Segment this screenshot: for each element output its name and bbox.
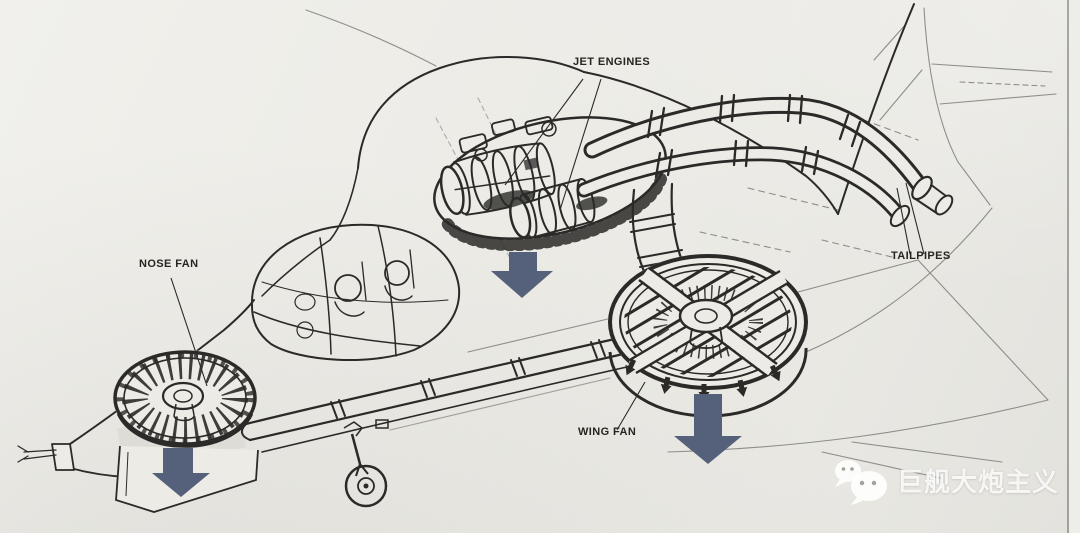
downwash-arrow-wing (674, 394, 742, 464)
label-wing-fan: WING FAN (578, 426, 637, 438)
label-nose-fan: NOSE FAN (139, 258, 199, 270)
label-tailpipes: TAILPIPES (891, 250, 951, 262)
wing-fan-drawing (608, 254, 808, 418)
fuselage-transfer-ducts (240, 334, 641, 453)
crossover-pipes (576, 93, 954, 228)
downwash-arrow-center (491, 252, 553, 298)
page-edge-line (1067, 0, 1069, 533)
label-jet-engines: JET ENGINES (573, 56, 651, 68)
cockpit-canopy (250, 223, 461, 361)
page-margin (1069, 0, 1080, 533)
nose-gear-wheel (343, 419, 389, 508)
downwash-arrow-nose (152, 448, 210, 497)
watermark: 巨舰大炮主义 (832, 458, 1059, 506)
nose-fan-drawing (113, 350, 257, 448)
tailpipes-drawing (889, 175, 954, 228)
airframe-outline (17, 3, 915, 479)
wing-fan-rim-arrows (625, 358, 781, 401)
label-leader-lines (170, 78, 925, 431)
nose-pitot-probe (17, 445, 57, 463)
pilot-figures (294, 249, 415, 339)
jet-engines-drawing (439, 116, 608, 239)
watermark-text: 巨舰大炮主义 (897, 467, 1060, 497)
faint-construction-lines (305, 7, 1057, 479)
wechat-icon (835, 460, 887, 505)
